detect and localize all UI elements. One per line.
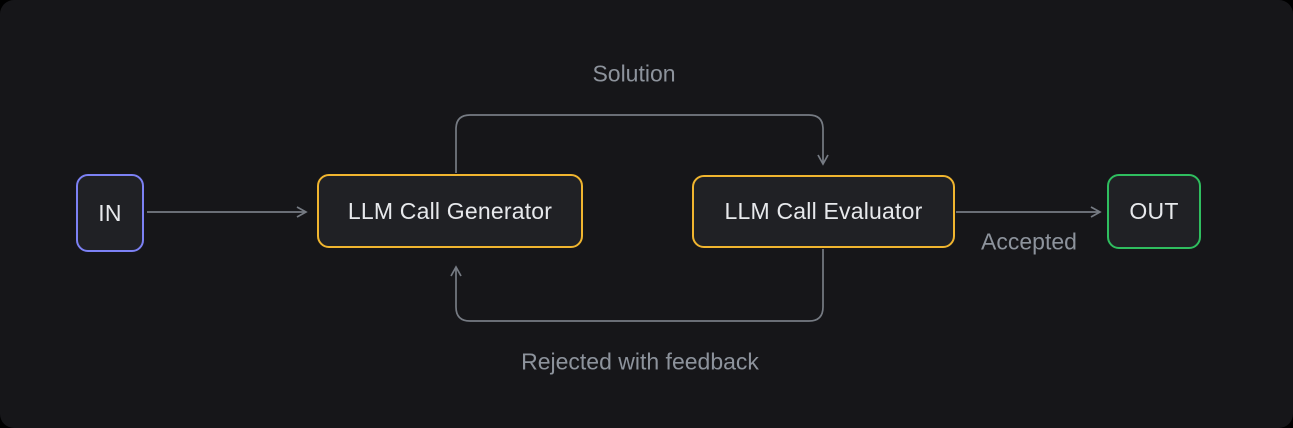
edge-label-solution: Solution (592, 60, 676, 87)
node-evaluator-label: LLM Call Evaluator (724, 198, 923, 224)
node-out-label: OUT (1129, 198, 1179, 224)
edge-label-accepted: Accepted (981, 228, 1077, 255)
node-generator-label: LLM Call Generator (347, 197, 553, 224)
edge-generator-to-evaluator (455, 114, 829, 173)
node-in-label: IN (98, 199, 122, 226)
node-llm-call-evaluator: LLM Call Evaluator (692, 175, 955, 248)
edge-label-rejected-with-feedback: Rejected with feedback (521, 348, 759, 375)
node-llm-call-generator: LLM Call Generator (317, 174, 583, 248)
edge-evaluator-to-generator (450, 249, 824, 322)
node-out: OUT (1107, 174, 1201, 249)
node-in: IN (76, 174, 144, 252)
